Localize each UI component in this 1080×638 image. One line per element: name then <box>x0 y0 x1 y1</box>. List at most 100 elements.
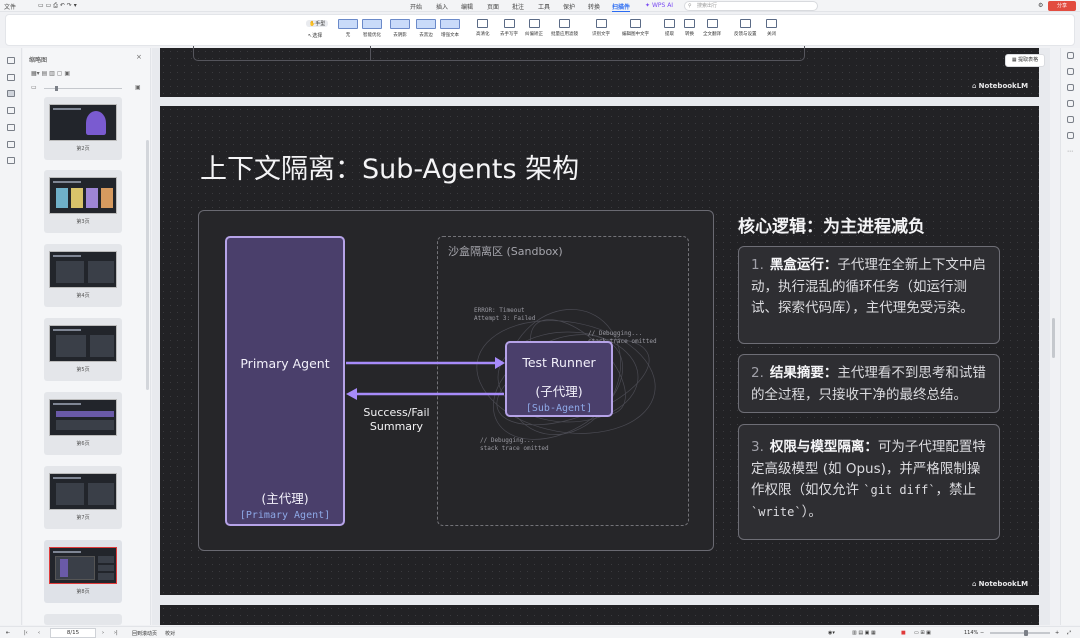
search-input[interactable]: ⚲ 搜索出行 <box>684 1 818 11</box>
edit-image-text-label: 编辑图中文字 <box>622 32 649 37</box>
translate-button[interactable]: 全文翻译 <box>703 19 721 37</box>
thumbnail-tools[interactable]: ▦▾ ▤ ▥ ▢ ▣ <box>31 70 70 77</box>
thumbnail-size-handle[interactable] <box>55 86 58 91</box>
remove-shadow-button[interactable]: 去阴影 <box>390 19 410 38</box>
remove-handwriting-button[interactable]: 去手写字 <box>500 19 518 37</box>
previous-slide-divider <box>370 46 371 61</box>
edit-icon[interactable] <box>1067 100 1074 107</box>
settings-icon[interactable]: ⚙ <box>1038 2 1044 9</box>
attachment-icon[interactable] <box>7 124 15 131</box>
panel-icon[interactable] <box>1067 52 1074 59</box>
select-tool-button[interactable]: ↖选择 <box>308 33 323 39</box>
hd-label: 高清化 <box>476 32 490 37</box>
layout-icons[interactable]: ▭ ⊞ ▣ <box>914 630 931 636</box>
thumbnail-page-4[interactable]: 第4页 <box>44 244 122 307</box>
comment-icon[interactable] <box>7 107 15 114</box>
hd-button[interactable]: 高清化 <box>476 19 490 37</box>
tab-edit[interactable]: 编辑 <box>461 4 474 11</box>
thumbnail-scrollbar[interactable] <box>146 140 149 390</box>
batch-filter-button[interactable]: 批量应用滤镜 <box>551 19 578 37</box>
tab-comment[interactable]: 批注 <box>512 4 525 11</box>
close-scan-button[interactable]: 关闭 <box>766 19 777 37</box>
canvas-scrollbar[interactable] <box>1052 318 1055 358</box>
share-icon[interactable] <box>1067 116 1074 123</box>
thumbnail-image <box>49 399 117 436</box>
fit-page-icon[interactable]: ⤢ <box>1067 630 1072 636</box>
file-menu[interactable]: 文件 <box>4 4 17 11</box>
tab-start[interactable]: 开始 <box>410 4 423 11</box>
thumbnail-pane-title: 缩略图 <box>29 57 48 64</box>
smart-optimize-button[interactable]: 智能优化 <box>362 19 382 38</box>
tab-page[interactable]: 页面 <box>487 4 500 11</box>
extract-button[interactable]: 提取 <box>664 19 675 37</box>
thumbnail-page-6[interactable]: 第6页 <box>44 392 122 455</box>
filter-none-label: 无 <box>345 33 351 38</box>
wps-ai-button[interactable]: ✦ WPS AI <box>645 2 674 9</box>
slide-title: 上下文隔离：Sub-Agents 架构 <box>200 154 580 185</box>
thumbnail-size-slider[interactable] <box>44 88 122 89</box>
thumbnail-page-2[interactable]: 第2页 <box>44 97 122 160</box>
hand-tool-button[interactable]: ✋手型 <box>306 20 329 27</box>
more-icon[interactable]: ⋯ <box>1067 148 1073 155</box>
tab-protect[interactable]: 保护 <box>563 4 576 11</box>
feedback-settings-button[interactable]: 反馈与设置 <box>734 19 757 37</box>
layers-icon[interactable] <box>7 157 15 164</box>
enhance-text-icon <box>440 19 460 29</box>
first-page-icon[interactable]: ⇤ <box>6 630 11 636</box>
primary-agent-code: [Primary Agent] <box>239 510 331 521</box>
share-button[interactable]: 分享 <box>1048 1 1076 11</box>
prev-icon[interactable]: ‹ <box>38 630 40 636</box>
thumbnail-page-next[interactable] <box>44 614 122 625</box>
remove-border-button[interactable]: 去黑边 <box>416 19 436 38</box>
toolbar-icons[interactable]: ▭ ▭ ⎙ ↶ ↷ ▾ <box>38 2 77 9</box>
filter-none-button[interactable]: 无 <box>338 19 358 38</box>
next-icon[interactable]: › <box>102 630 104 636</box>
thumbnail-page-3[interactable]: 第3页 <box>44 170 122 233</box>
convert-button[interactable]: 转换 <box>684 19 695 37</box>
deskew-button[interactable]: 纠偏矫正 <box>525 19 543 37</box>
thumbnail-icon[interactable] <box>7 90 15 97</box>
prev-page-icon[interactable]: |‹ <box>24 630 28 636</box>
thumbnail-pane: 缩略图 × ▦▾ ▤ ▥ ▢ ▣ ▭ ▣ 第2页 第3页 第4页 第5页 第6页… <box>23 48 151 625</box>
bookmark-icon[interactable] <box>7 74 15 81</box>
zoom-out-icon[interactable]: − <box>980 630 985 636</box>
zoom-level[interactable]: 114% <box>964 630 979 636</box>
zoom-in-icon[interactable]: + <box>1055 630 1060 636</box>
zoom-out-icon[interactable]: ▭ <box>31 84 37 91</box>
batch-filter-icon <box>559 19 570 28</box>
tab-insert[interactable]: 插入 <box>436 4 449 11</box>
tab-convert[interactable]: 转换 <box>588 4 601 11</box>
notebooklm-logo: NotebookLM <box>972 82 1028 90</box>
ocr-button[interactable]: 识别文字 <box>592 19 610 37</box>
thumbnail-image <box>49 104 117 141</box>
sandbox-label: 沙盒隔离区 (Sandbox) <box>448 245 563 258</box>
signature-icon[interactable] <box>7 141 15 148</box>
outline-icon[interactable] <box>7 57 15 64</box>
view-mode-button[interactable]: 回到滚动页 <box>132 631 158 637</box>
thumbnail-page-8[interactable]: 第8页 <box>44 540 122 603</box>
thumbnail-caption: 第6页 <box>76 441 90 447</box>
thumbnail-page-7[interactable]: 第7页 <box>44 466 122 529</box>
zoom-in-icon[interactable]: ▣ <box>135 84 141 91</box>
card-heading: 结果摘要： <box>769 365 838 381</box>
extract-table-button[interactable]: ▦ 提取表格 <box>1005 54 1045 67</box>
view-icons[interactable]: ▥ ▤ ▣ ▦ <box>852 630 876 636</box>
proofread-button[interactable]: 校对 <box>165 631 176 637</box>
tab-scan[interactable]: 扫描件 <box>612 4 631 12</box>
convert-label: 转换 <box>685 32 694 37</box>
zoom-slider[interactable] <box>990 630 1050 636</box>
style-icon[interactable] <box>1067 84 1074 91</box>
record-icon[interactable]: ■ <box>901 630 906 636</box>
last-page-icon[interactable]: ›| <box>114 630 118 636</box>
tab-tools[interactable]: 工具 <box>538 4 551 11</box>
eye-icon[interactable]: ◉▾ <box>828 630 835 636</box>
thumbnail-image <box>49 547 117 584</box>
close-icon[interactable]: × <box>136 53 142 61</box>
enhance-text-button[interactable]: 增强文本 <box>440 19 460 38</box>
edit-image-text-button[interactable]: 编辑图中文字 <box>622 19 649 37</box>
thumbnail-page-5[interactable]: 第5页 <box>44 318 122 381</box>
card-code: `git diff` <box>863 483 936 497</box>
search-icon[interactable] <box>1067 68 1074 75</box>
help-icon[interactable] <box>1067 132 1074 139</box>
page-number-input[interactable]: 8/15 <box>50 628 96 638</box>
